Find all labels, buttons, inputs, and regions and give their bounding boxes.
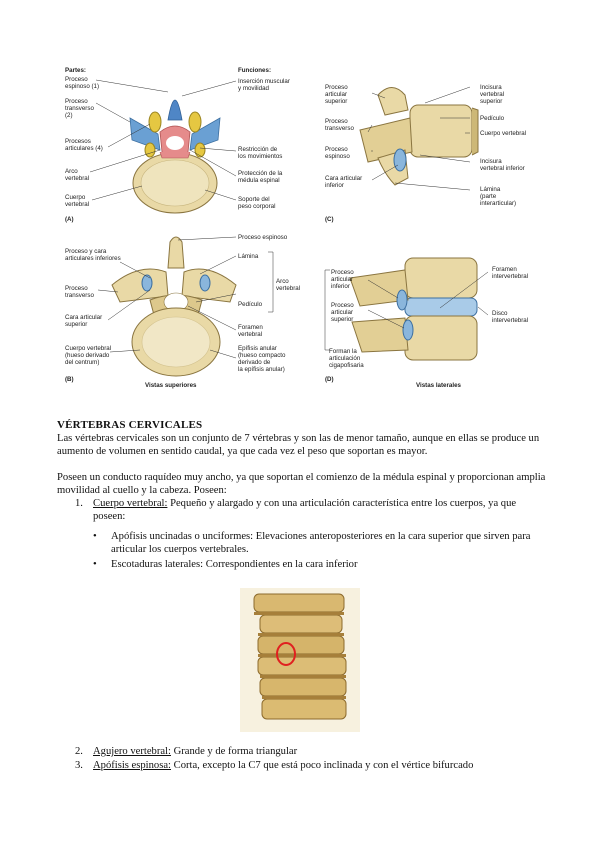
label-b-cuerpo-vertebral: Cuerpo vertebral (hueso derivado del cen… — [65, 345, 112, 366]
panel-c-drawing — [359, 87, 479, 186]
panel-a-tag: (A) — [65, 216, 74, 223]
label-c-lamina: Lámina (parte interarticular) — [480, 186, 517, 207]
label-b-proceso-espinoso: Proceso espinoso — [238, 234, 288, 241]
label-c-incisura-inferior: Incisura vertebral inferior — [480, 158, 525, 172]
panel-b-drawing — [111, 236, 237, 377]
panel-d-drawing — [349, 257, 478, 361]
label-c-proceso-espinoso: Proceso espinoso — [325, 146, 350, 160]
label-soporte: Soporte del peso corporal — [238, 196, 276, 210]
label-vistas-laterales: Vistas laterales — [416, 382, 461, 389]
label-cuerpo-vertebral: Cuerpo vertebral — [65, 194, 90, 208]
funciones-title: Funciones: — [238, 67, 272, 74]
item-3-number: 3. — [75, 760, 83, 771]
cervical-spine-image — [240, 588, 360, 732]
label-b-arco-vertebral: Arco vertebral — [276, 278, 301, 292]
label-c-cuerpo-vertebral: Cuerpo vertebral — [480, 130, 527, 137]
label-b-lamina: Lámina — [238, 253, 259, 260]
item-1-term: Cuerpo vertebral: — [93, 498, 168, 509]
item-2-number: 2. — [75, 746, 83, 757]
partes-title: Partes: — [65, 67, 86, 74]
label-b-proceso-cara-articulares: Proceso y cara articulares inferiores — [65, 248, 121, 262]
panel-c-tag: (C) — [325, 216, 334, 223]
vertebra-illustrations — [89, 79, 489, 377]
item-1-number: 1. — [75, 498, 83, 509]
label-b-pediculo: Pedículo — [238, 301, 263, 308]
bullet-2: Escotaduras laterales: Correspondientes … — [111, 559, 358, 570]
label-c-incisura-superior: Incisura vertebral superior — [480, 84, 505, 105]
label-c-proceso-articular-superior: Proceso articular superior — [325, 84, 348, 105]
item-2-term: Agujero vertebral: — [93, 746, 171, 757]
panel-a-drawing — [129, 99, 221, 214]
paragraph-2: Poseen un conducto raquídeo muy ancho, y… — [57, 472, 546, 496]
label-d-proceso-articular-superior: Proceso articular superior — [331, 302, 354, 323]
bullet-1-marker: • — [93, 531, 97, 542]
label-b-foramen: Foramen vertebral — [238, 324, 263, 338]
panel-d-tag: (D) — [325, 376, 334, 383]
label-proceso-transverso: Proceso transverso (2) — [65, 98, 94, 119]
item-3-text: Corta, excepto la C7 que está poco incli… — [170, 760, 474, 771]
section-title: VÉRTEBRAS CERVICALES — [57, 419, 203, 431]
panel-b-tag: (B) — [65, 376, 74, 383]
label-d-proceso-articular-inferior: Proceso articular inferior — [331, 269, 354, 290]
label-b-proceso-transverso: Proceso transverso — [65, 285, 94, 299]
item-2: Agujero vertebral: Grande y de forma tri… — [93, 745, 548, 758]
label-d-forman: Forman la articulación cigapofisaria — [329, 348, 364, 369]
leader-lines — [89, 79, 489, 359]
label-b-epifisis: Epífisis anular (hueso compacto derivado… — [238, 345, 286, 373]
label-d-disco-intervertebral: Disco intervertebral — [492, 310, 529, 324]
label-c-pediculo: Pedículo — [480, 115, 505, 122]
item-1-text: Pequeño y alargado y con una articulació… — [93, 498, 517, 522]
label-d-foramen-intervertebral: Foramen intervertebral — [492, 266, 529, 280]
label-proteccion: Protección de la médula espinal — [238, 170, 283, 184]
label-procesos-articulares: Procesos articulares (4) — [65, 138, 103, 152]
bullet-2-marker: • — [93, 559, 97, 570]
item-1: Cuerpo vertebral: Pequeño y alargado y c… — [93, 497, 548, 523]
label-c-proceso-transverso: Proceso transverso — [325, 118, 354, 132]
anatomy-figure: Partes: Proceso espinoso (1) Proceso tra… — [0, 0, 599, 400]
item-3-term: Apófisis espinosa: — [93, 760, 171, 771]
label-b-cara-articular-superior: Cara articular superior — [65, 314, 103, 328]
label-c-cara-articular-inferior: Cara articular inferior — [325, 175, 363, 189]
label-restriccion: Restricción de los movimientos — [238, 146, 283, 160]
item-2-text: Grande y de forma triangular — [170, 746, 298, 757]
item-3: Apófisis espinosa: Corta, excepto la C7 … — [93, 759, 563, 772]
bullet-1: Apófisis uncinadas o unciformes: Elevaci… — [111, 531, 531, 555]
label-insercion: Inserción muscular y movilidad — [238, 78, 290, 92]
label-arco-vertebral: Arco vertebral — [65, 168, 90, 182]
paragraph-1: Las vértebras cervicales son un conjunto… — [57, 433, 540, 457]
label-proceso-espinoso: Proceso espinoso (1) — [65, 76, 100, 90]
label-vistas-superiores: Vistas superiores — [145, 382, 197, 389]
